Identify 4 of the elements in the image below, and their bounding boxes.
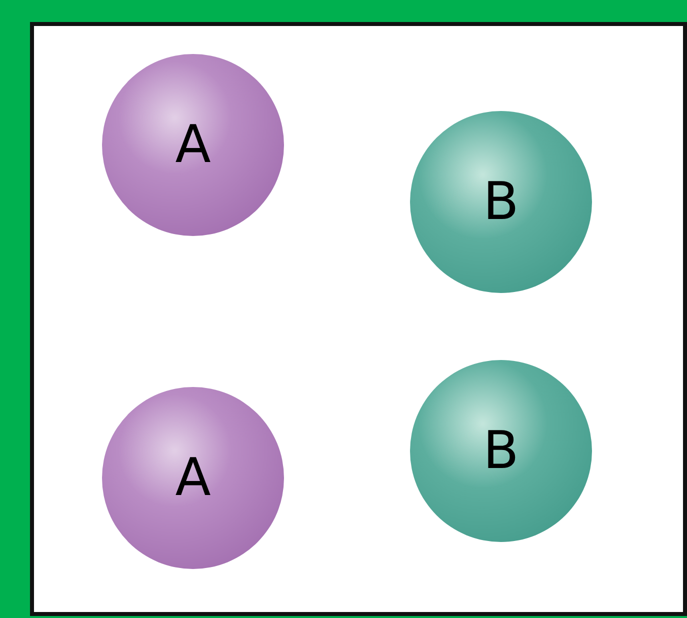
sphere-label: A <box>175 119 211 171</box>
sphere-label: A <box>175 452 211 504</box>
sphere-label: B <box>483 176 519 228</box>
sphere-label: B <box>483 425 519 477</box>
